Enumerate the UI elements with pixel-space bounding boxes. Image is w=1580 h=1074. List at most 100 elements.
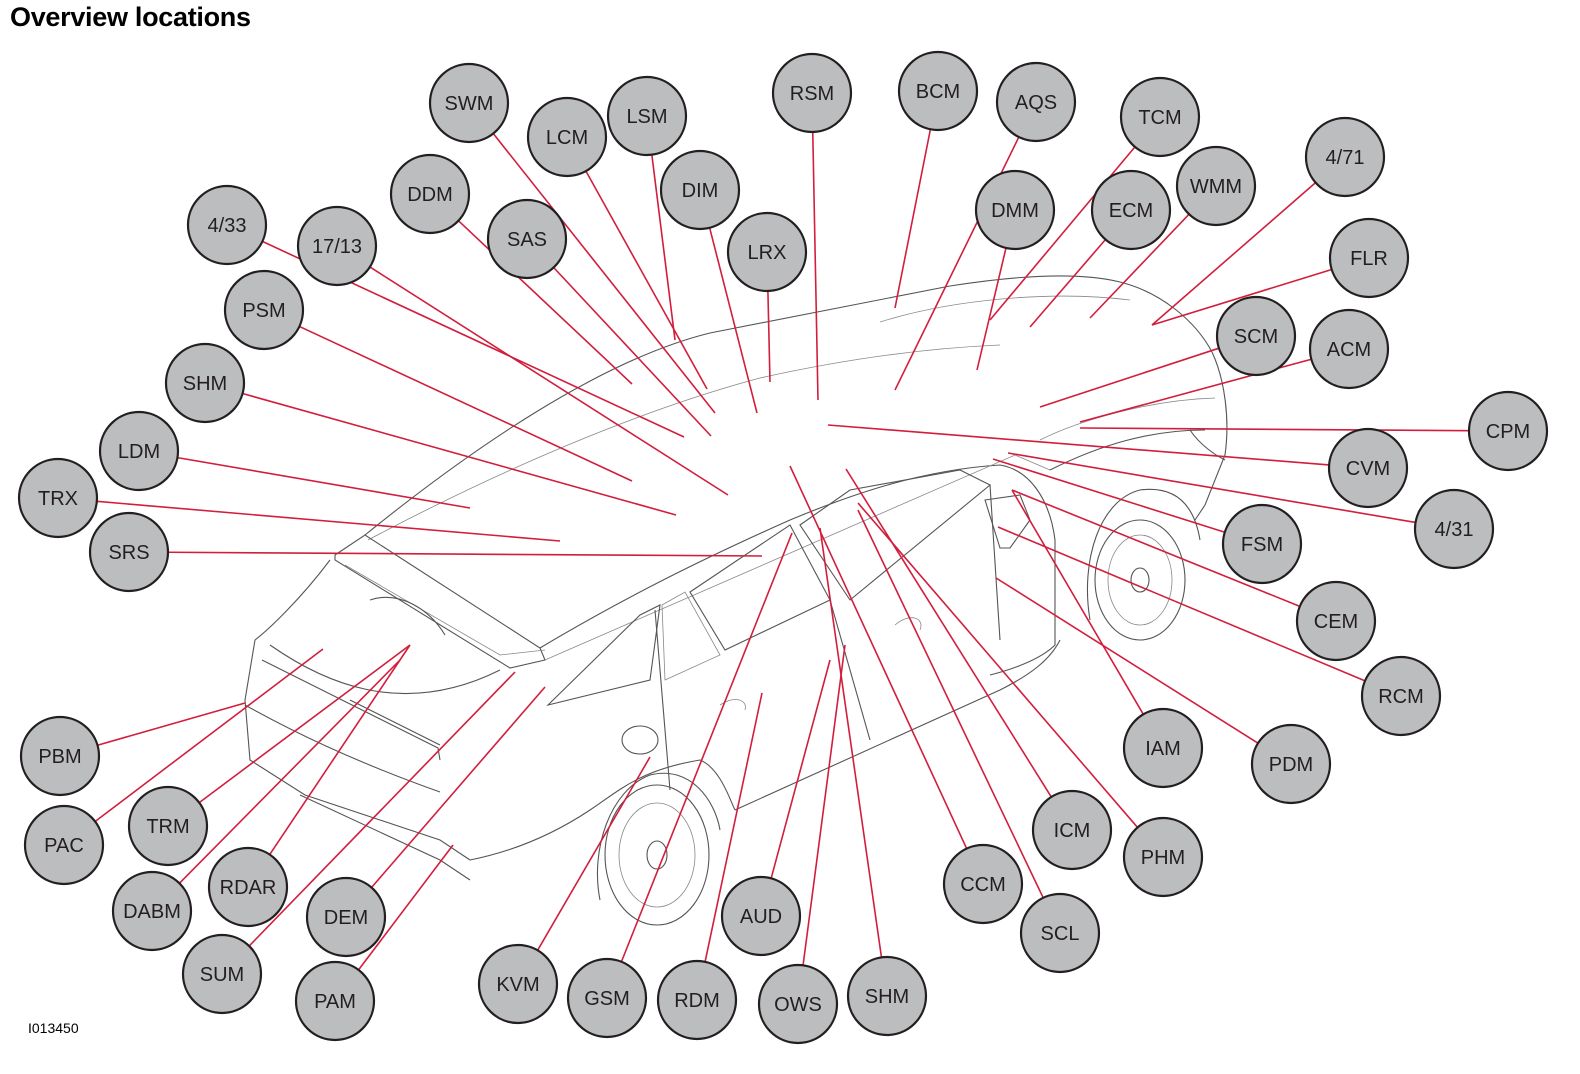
label-lcm: LCM [526, 96, 608, 178]
label-bubble [186, 184, 268, 266]
label-text: RCM [1378, 686, 1424, 708]
label-bubble [1413, 488, 1495, 570]
label-aqs: AQS [995, 61, 1077, 143]
label-fsm: FSM [1221, 503, 1303, 585]
label-text: RDAR [220, 877, 277, 899]
label-text: PAC [44, 835, 84, 857]
leader-line-scl [857, 509, 1044, 899]
label-pdm: PDM [1250, 723, 1332, 805]
label-bubble [846, 955, 928, 1037]
leader-line-4-71 [1151, 182, 1317, 326]
leader-line-wmm [1089, 213, 1190, 319]
label-text: CPM [1486, 421, 1530, 443]
label-dmm: DMM [974, 169, 1056, 251]
label-dem: DEM [305, 876, 387, 958]
label-bubble [1467, 390, 1549, 472]
label-text: PAM [314, 991, 356, 1013]
leader-line-rdm [704, 692, 763, 963]
car-outline [244, 275, 1228, 926]
label-bubble [23, 804, 105, 886]
label-text: SRS [108, 542, 149, 564]
label-text: GSM [584, 988, 630, 1010]
leader-line-kvm [536, 756, 651, 951]
label-gsm: GSM [566, 957, 648, 1039]
label-text: RDM [674, 990, 720, 1012]
label-text: 4/31 [1435, 519, 1474, 541]
leader-line-ddm [457, 220, 633, 385]
label-tcm: TCM [1119, 76, 1201, 158]
label-trx: TRX [17, 457, 99, 539]
label-text: DMM [991, 200, 1039, 222]
label-text: 4/33 [208, 215, 247, 237]
label-text: 17/13 [312, 236, 362, 258]
leader-line-rsm [811, 131, 819, 401]
label-text: AUD [740, 906, 782, 928]
label-text: FSM [1241, 534, 1283, 556]
label-ows: OWS [757, 963, 839, 1045]
label-text: SCL [1041, 923, 1080, 945]
label-bubble [1328, 217, 1410, 299]
label-bubble [771, 52, 853, 134]
label-text: WMM [1190, 176, 1242, 198]
leader-line-cvm [827, 424, 1330, 466]
leader-line-dmm [976, 247, 1007, 371]
label-bcm: BCM [897, 50, 979, 132]
label-text: ICM [1054, 820, 1091, 842]
label-bubble [486, 198, 568, 280]
label-4-31: 4/31 [1413, 488, 1495, 570]
label-text: SWM [445, 93, 494, 115]
label-bubble [526, 96, 608, 178]
label-bubble [1295, 580, 1377, 662]
label-aud: AUD [720, 875, 802, 957]
label-4-33: 4/33 [186, 184, 268, 266]
label-bubble [566, 957, 648, 1039]
label-bubble [1119, 76, 1201, 158]
label-lsm: LSM [606, 75, 688, 157]
leader-line-dabm [178, 659, 401, 884]
label-text: PBM [38, 746, 81, 768]
label-text: SHM [183, 373, 227, 395]
leader-line-shm [819, 527, 883, 958]
leader-line-phm [857, 502, 1139, 828]
leader-line-icm [845, 468, 1052, 798]
label-bubble [606, 75, 688, 157]
label-text: SCM [1234, 326, 1278, 348]
leader-line-pdm [995, 577, 1259, 744]
label-text: KVM [496, 974, 539, 996]
label-bubble [726, 211, 808, 293]
leader-line-cpm [1079, 427, 1470, 432]
label-psm: PSM [223, 269, 305, 351]
leader-line-dim [708, 227, 758, 414]
label-kvm: KVM [477, 943, 559, 1025]
label-bubble [659, 149, 741, 231]
label-text: IAM [1145, 738, 1181, 760]
label-bubble [19, 715, 101, 797]
label-text: ECM [1109, 200, 1153, 222]
leader-line-aud [770, 659, 831, 879]
leader-line-ccm [789, 465, 968, 849]
label-scm: SCM [1215, 295, 1297, 377]
leader-line-pbm [97, 702, 246, 747]
label-text: PSM [242, 300, 285, 322]
leader-line-psm [299, 325, 633, 482]
label-pam: PAM [294, 960, 376, 1042]
leader-line-bcm [894, 129, 932, 309]
label-text: OWS [774, 994, 822, 1016]
leader-line-ldm [177, 456, 471, 509]
label-ldm: LDM [98, 410, 180, 492]
label-dim: DIM [659, 149, 741, 231]
leader-line-rdar [269, 644, 411, 856]
label-bubble [207, 846, 289, 928]
leader-line-gsm [620, 532, 793, 963]
label-bubble [1019, 892, 1101, 974]
label-text: LSM [626, 106, 667, 128]
label-text: DDM [407, 184, 453, 206]
label-bubble [720, 875, 802, 957]
label-text: DEM [324, 907, 368, 929]
label-swm: SWM [428, 62, 510, 144]
label-wmm: WMM [1175, 145, 1257, 227]
label-bubble [942, 843, 1024, 925]
label-pbm: PBM [19, 715, 101, 797]
label-bubble [181, 933, 263, 1015]
label-bubble [1122, 816, 1204, 898]
